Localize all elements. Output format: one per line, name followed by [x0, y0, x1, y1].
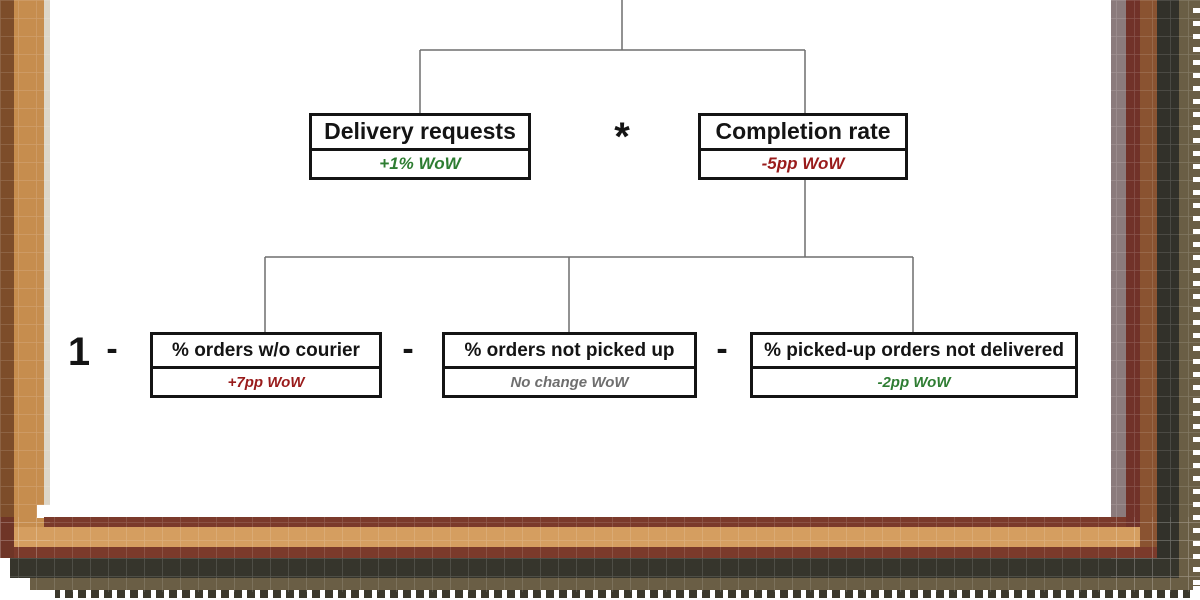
metric-label: % picked-up orders not delivered: [753, 335, 1075, 370]
minus-operator: -: [106, 330, 118, 368]
minus-operator: -: [402, 330, 414, 368]
multiply-operator: *: [614, 115, 630, 159]
metric-change: -2pp WoW: [877, 373, 951, 391]
metric-box-delivery-requests: Delivery requests +1% WoW: [309, 113, 531, 180]
constant-one: 1: [67, 330, 91, 374]
metric-box-completion-rate: Completion rate -5pp WoW: [698, 113, 908, 180]
metric-change: +7pp WoW: [227, 373, 305, 391]
metric-label: Completion rate: [701, 116, 905, 151]
metric-box-picked-up-not-delivered: % picked-up orders not delivered -2pp Wo…: [750, 332, 1078, 398]
metric-box-orders-without-courier: % orders w/o courier +7pp WoW: [150, 332, 382, 398]
metric-change: No change WoW: [510, 373, 629, 391]
metric-change: -5pp WoW: [761, 153, 845, 173]
metric-label: % orders w/o courier: [153, 335, 379, 370]
metric-change: +1% WoW: [379, 153, 461, 173]
minus-operator: -: [716, 330, 728, 368]
metric-box-orders-not-picked-up: % orders not picked up No change WoW: [442, 332, 697, 398]
metric-label: Delivery requests: [312, 116, 528, 151]
metric-label: % orders not picked up: [445, 335, 694, 370]
